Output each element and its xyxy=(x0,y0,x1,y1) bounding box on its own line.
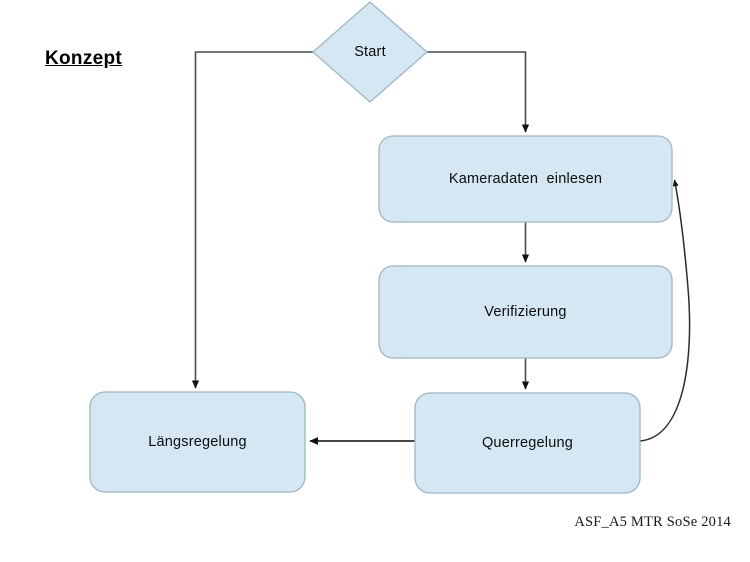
edge-querregelung-to-kameradaten-feedback xyxy=(639,179,691,442)
edge-start-to-laengsregelung xyxy=(191,51,313,389)
page-title: Konzept xyxy=(45,48,123,69)
edge-start-to-kameradaten xyxy=(427,51,530,133)
node-kameradaten-einlesen[interactable] xyxy=(378,135,673,223)
node-laengsregelung[interactable] xyxy=(89,391,306,493)
node-verifizierung[interactable] xyxy=(378,265,673,359)
node-querregelung[interactable] xyxy=(414,392,641,494)
node-start[interactable] xyxy=(312,1,428,103)
footer-course-code: ASF_A5 MTR SoSe 2014 xyxy=(574,514,731,530)
